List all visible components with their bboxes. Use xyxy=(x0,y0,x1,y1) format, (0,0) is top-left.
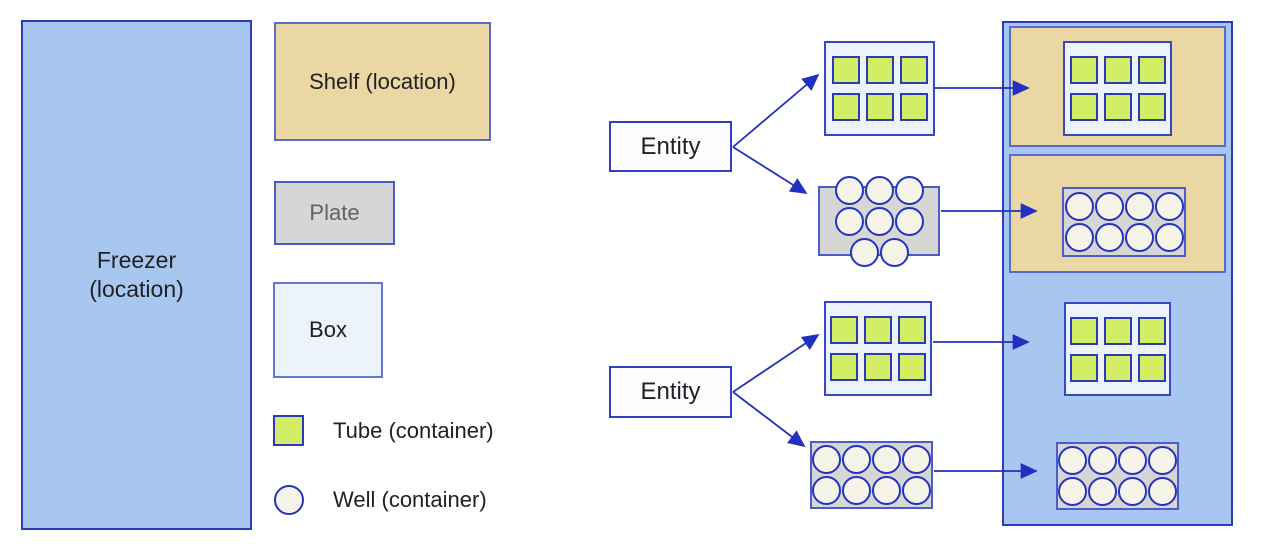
tube xyxy=(830,353,858,381)
well xyxy=(902,445,931,474)
well xyxy=(1154,223,1184,252)
well xyxy=(1064,223,1094,252)
tube xyxy=(1103,316,1132,345)
entity-1-label: Entity xyxy=(640,132,701,160)
entity-box-1: Entity xyxy=(609,121,732,172)
well-legend-label: Well (container) xyxy=(333,487,487,512)
well xyxy=(902,476,931,505)
box-legend-label: Box xyxy=(309,317,347,342)
well xyxy=(849,237,879,267)
well xyxy=(894,206,924,236)
arrow-entity1-to-tubebox xyxy=(732,73,820,148)
tube xyxy=(830,316,858,344)
tube xyxy=(831,56,860,84)
tube xyxy=(1137,56,1166,84)
well xyxy=(1154,192,1184,221)
freezer-container xyxy=(1002,21,1233,526)
well xyxy=(1124,223,1154,252)
tube xyxy=(865,93,894,121)
tube xyxy=(1103,353,1132,382)
entity-box-2: Entity xyxy=(609,366,732,418)
well xyxy=(812,445,841,474)
well xyxy=(1148,477,1177,506)
well xyxy=(1088,446,1117,475)
tube xyxy=(865,56,894,84)
well-plate-on-shelf xyxy=(1062,187,1186,257)
tube xyxy=(864,316,892,344)
tube xyxy=(831,93,860,121)
arrow-entity2-to-tubebox xyxy=(732,333,820,393)
well xyxy=(864,206,894,236)
tube-box-unplaced-1 xyxy=(824,41,935,136)
tube xyxy=(898,353,926,381)
well-plate-unplaced-2 xyxy=(810,441,933,509)
well xyxy=(834,175,864,205)
well xyxy=(894,175,924,205)
tube-box-on-shelf xyxy=(1063,41,1172,136)
well xyxy=(842,476,871,505)
well xyxy=(1058,477,1087,506)
tube xyxy=(1103,56,1132,84)
well xyxy=(879,237,909,267)
tube xyxy=(899,56,928,84)
tube xyxy=(898,316,926,344)
tube xyxy=(1069,56,1098,84)
well xyxy=(1124,192,1154,221)
tube xyxy=(1069,353,1098,382)
freezer-legend-label: Freezer (location) xyxy=(89,247,184,302)
well xyxy=(812,476,841,505)
arrow-entity1-to-plate xyxy=(732,146,808,194)
well-swatch-icon xyxy=(274,485,304,515)
well xyxy=(1094,192,1124,221)
well xyxy=(1088,477,1117,506)
well xyxy=(872,445,901,474)
tube xyxy=(899,93,928,121)
freezer-legend: Freezer (location) xyxy=(21,20,252,530)
well-plate-in-freezer xyxy=(1056,442,1179,510)
plate-legend: Plate xyxy=(274,181,395,245)
well xyxy=(1094,223,1124,252)
tube xyxy=(1137,353,1166,382)
tube-swatch-icon xyxy=(273,415,304,446)
arrow-entity2-to-plate xyxy=(732,391,806,448)
tube-box-in-freezer xyxy=(1064,302,1171,396)
tube-legend-label: Tube (container) xyxy=(333,417,494,443)
tube xyxy=(1069,316,1098,345)
well xyxy=(1064,192,1094,221)
tube xyxy=(1069,93,1098,121)
tube xyxy=(864,353,892,381)
well xyxy=(834,206,864,236)
entity-2-label: Entity xyxy=(640,378,701,405)
tube xyxy=(1103,93,1132,121)
well xyxy=(864,175,894,205)
plate-legend-label: Plate xyxy=(309,200,360,225)
shelf-legend: Shelf (location) xyxy=(274,22,491,141)
tube xyxy=(1137,93,1166,121)
well xyxy=(842,445,871,474)
tube-box-unplaced-2 xyxy=(824,301,932,396)
well xyxy=(1118,446,1147,475)
shelf-legend-label: Shelf (location) xyxy=(309,68,456,94)
well-plate-unplaced-1 xyxy=(818,175,940,267)
well xyxy=(872,476,901,505)
well xyxy=(1058,446,1087,475)
well xyxy=(1118,477,1147,506)
tube xyxy=(1137,316,1166,345)
well xyxy=(1148,446,1177,475)
box-legend: Box xyxy=(273,282,383,378)
